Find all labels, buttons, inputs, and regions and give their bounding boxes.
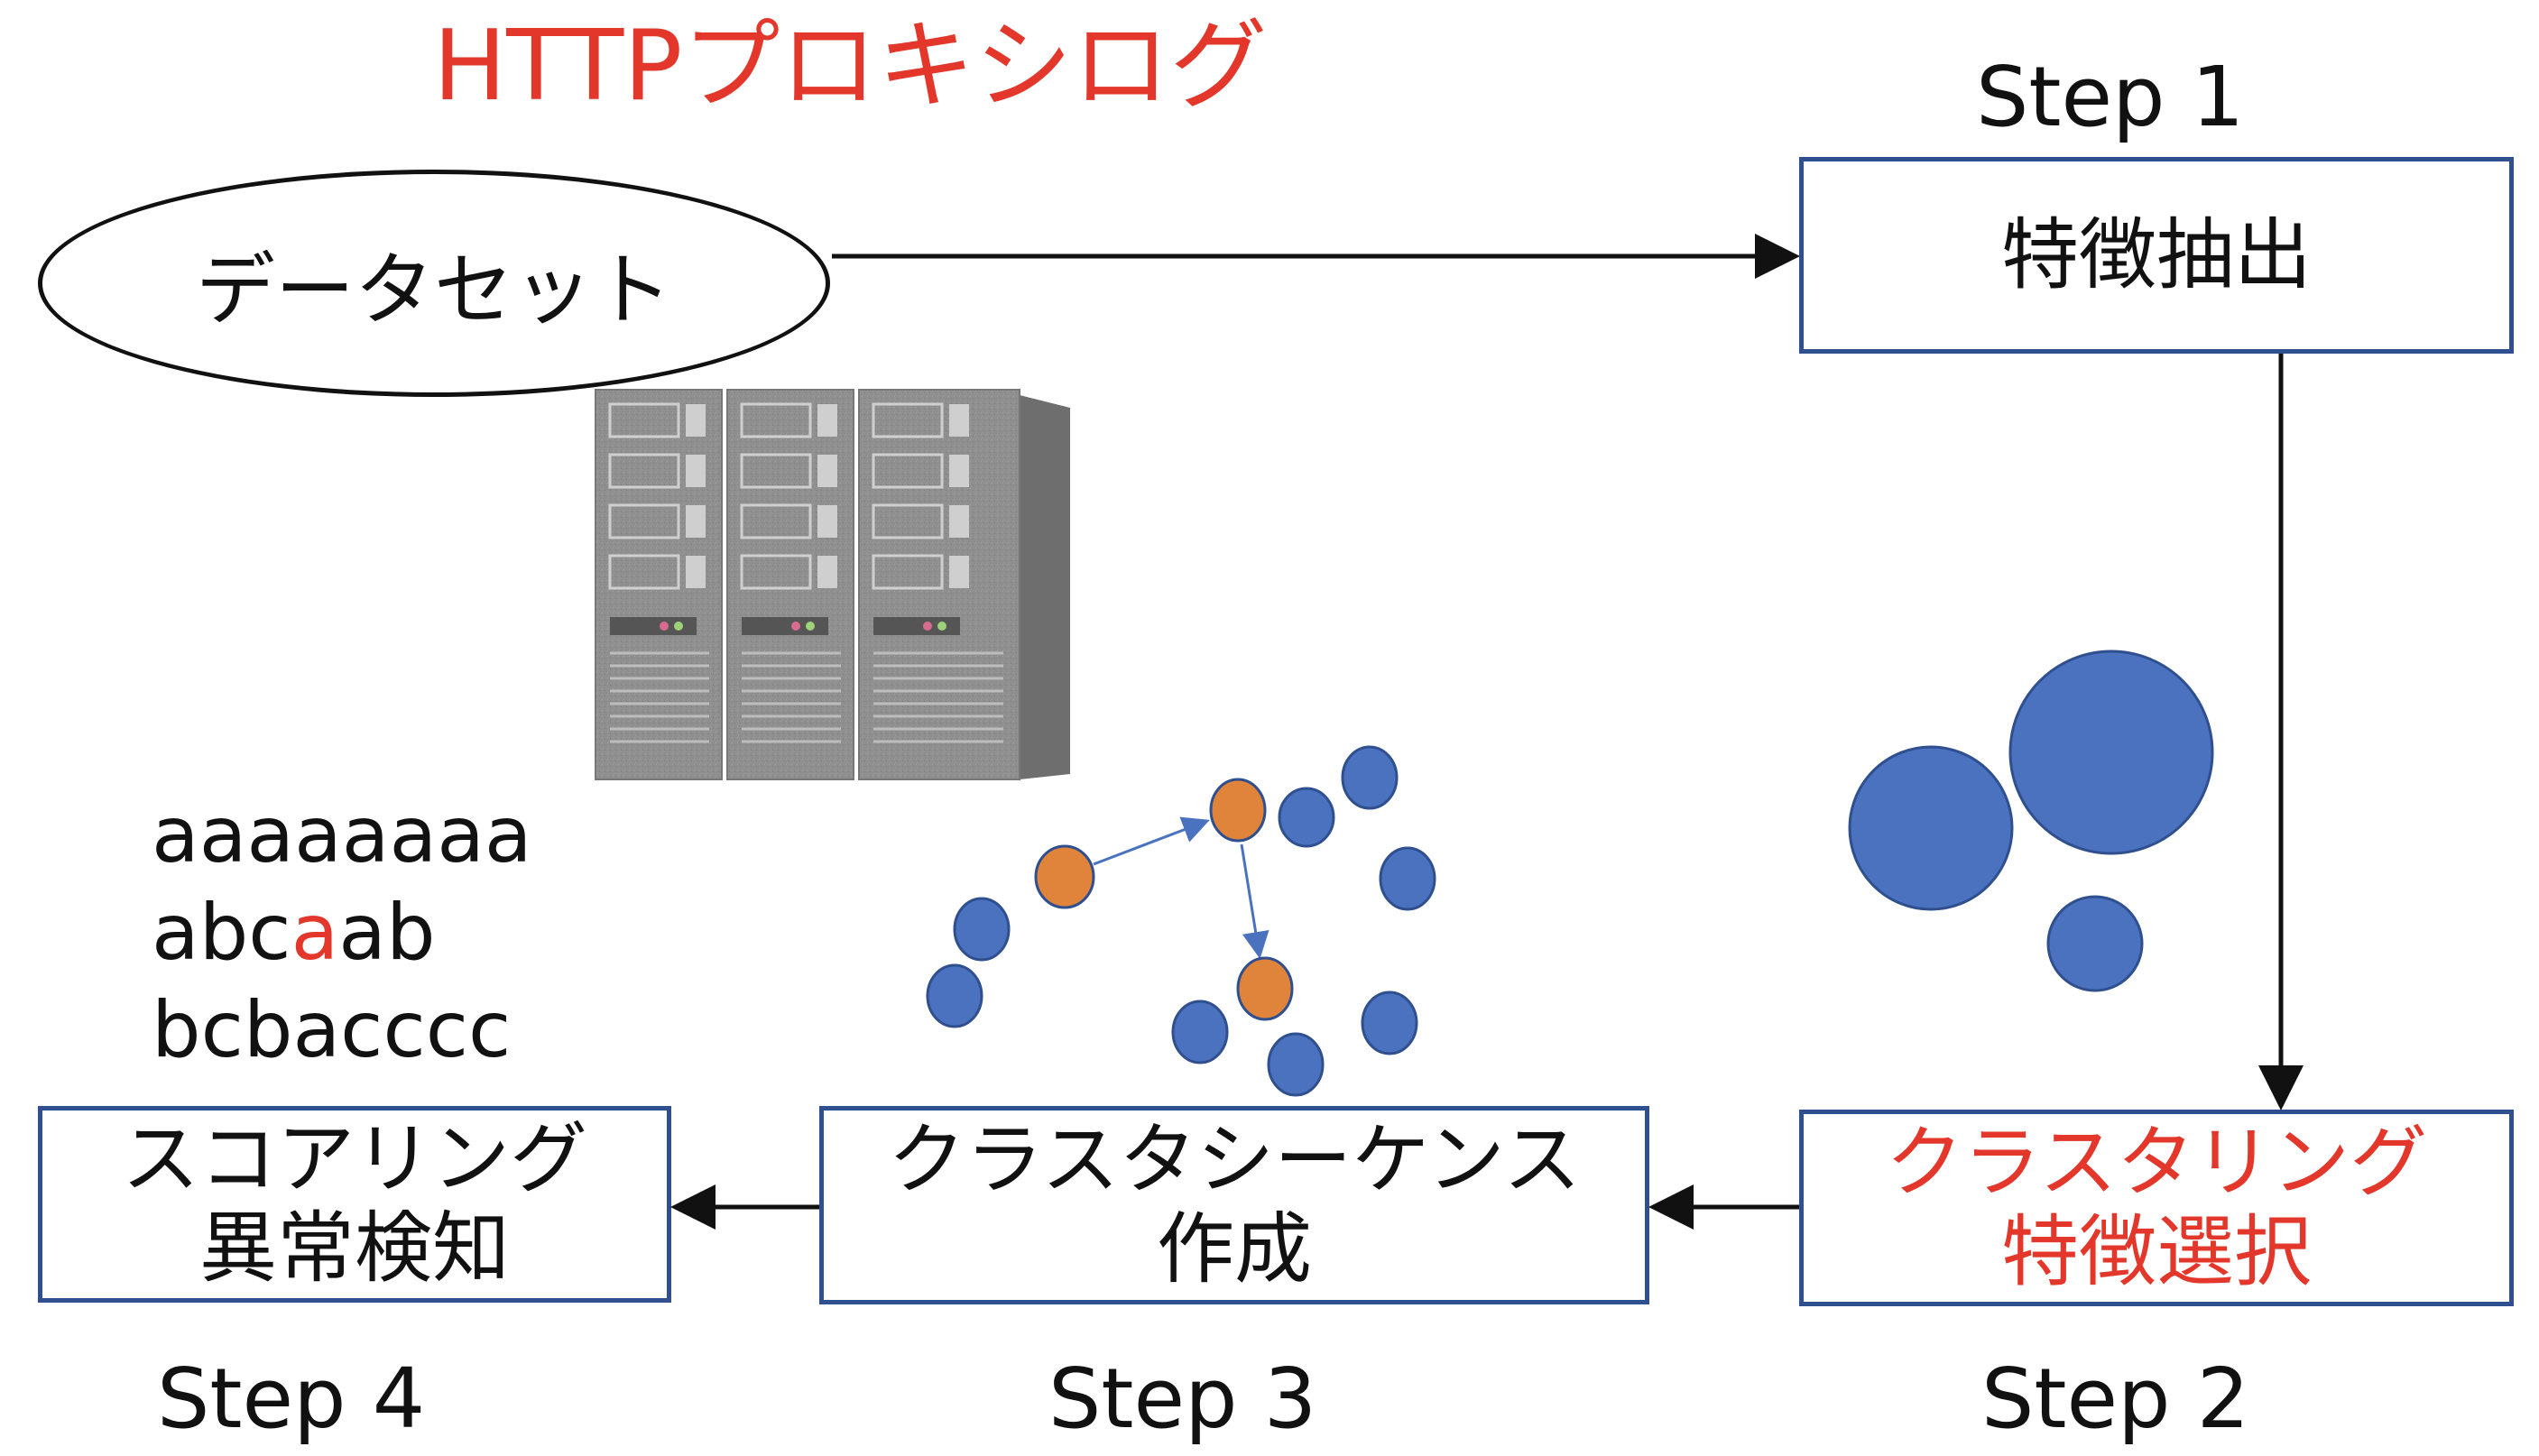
step4-text-line1: スコアリング — [122, 1114, 587, 1205]
step2-text-line1: クラスタリング — [1885, 1118, 2428, 1209]
server-rack-icon — [595, 389, 1070, 780]
step2-text-line2: 特徴選択 — [2001, 1207, 2312, 1297]
graph-node-blue — [953, 897, 1011, 962]
sequence-examples: aaaaaaaa abcaab bcbacccc — [152, 787, 532, 1079]
sequence-line-2-prefix: abc — [152, 888, 291, 978]
step4-box: スコアリング 異常検知 — [38, 1106, 671, 1303]
dataset-node: データセット — [38, 170, 830, 397]
step4-text-line2: 異常検知 — [199, 1203, 510, 1294]
step2-label: Step 2 — [1981, 1350, 2250, 1447]
step3-box: クラスタシーケンス 作成 — [819, 1106, 1649, 1304]
step1-label: Step 1 — [1976, 49, 2245, 145]
graph-node-blue — [1361, 991, 1418, 1055]
graph-node-blue — [1341, 745, 1399, 810]
step2-box: クラスタリング 特徴選択 — [1799, 1110, 2514, 1306]
diagram-title: HTTPプロキシログ — [433, 10, 1268, 123]
sequence-line-2-suffix: ab — [338, 888, 436, 978]
graph-node-orange-2 — [1209, 778, 1267, 843]
step3-text-line1: クラスタシーケンス — [888, 1115, 1581, 1206]
cluster-circles — [1848, 650, 2214, 992]
graph-node-orange-3 — [1236, 956, 1294, 1021]
graph-node-blue — [1278, 787, 1335, 848]
cluster-circle-large — [2008, 650, 2214, 855]
step3-label: Step 3 — [1048, 1350, 1317, 1447]
graph-node-orange-1 — [1034, 844, 1095, 909]
graph-node-blue — [1267, 1032, 1325, 1097]
sequence-line-3: bcbacccc — [152, 985, 512, 1075]
sequence-line-1: aaaaaaaa — [152, 790, 532, 880]
graph-node-blue — [926, 963, 983, 1028]
graph-node-blue — [1379, 846, 1436, 911]
cluster-sequence-graph — [926, 745, 1436, 1097]
step4-label: Step 4 — [157, 1350, 426, 1447]
sequence-edge-2 — [1240, 843, 1270, 959]
cluster-circle-small — [2046, 895, 2144, 992]
step1-box: 特徴抽出 — [1799, 157, 2514, 354]
graph-node-blue — [1171, 1000, 1229, 1064]
sequence-line-2-highlight: a — [291, 888, 339, 978]
step3-text-line2: 作成 — [1157, 1204, 1312, 1295]
sequence-line-2: abcaab — [152, 884, 532, 981]
step1-text: 特徴抽出 — [2001, 209, 2312, 300]
cluster-circle-medium — [1848, 745, 2014, 911]
dataset-label: データセット — [195, 243, 672, 336]
sequence-edge-1 — [1093, 816, 1210, 866]
server-unit-3 — [858, 389, 1020, 780]
